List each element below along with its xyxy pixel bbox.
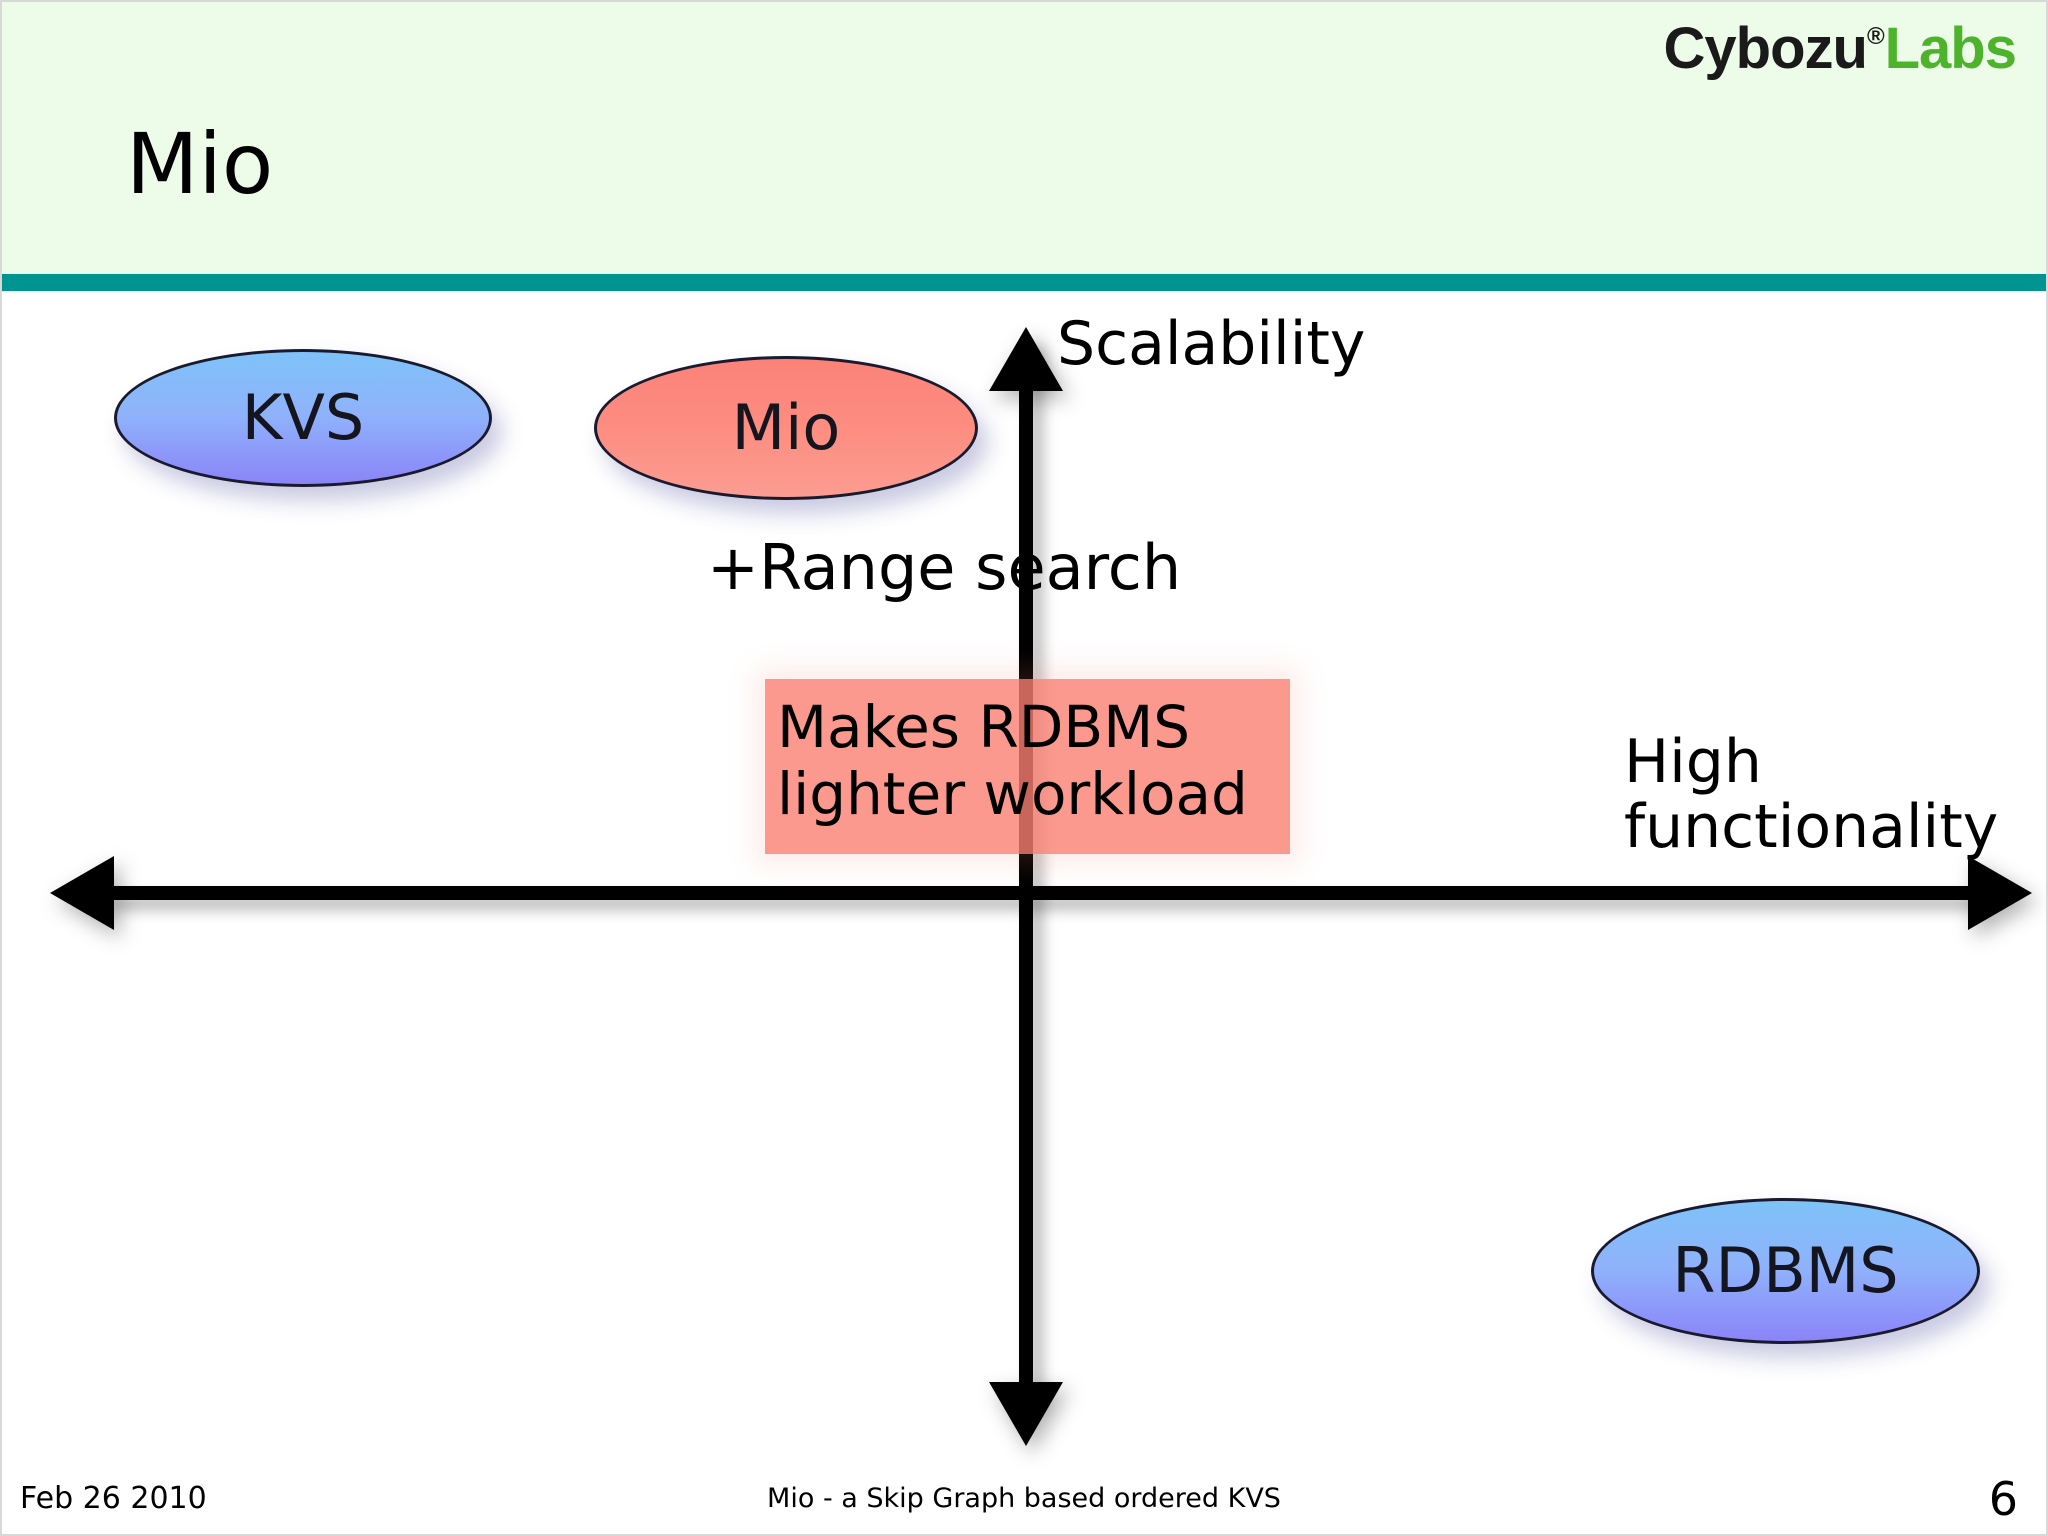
- callout-highlight-box: [765, 679, 1290, 854]
- header-band: [2, 2, 2046, 274]
- brand-name: Cybozu: [1663, 16, 1868, 81]
- brand-suffix: Labs: [1884, 16, 2017, 81]
- node-rdbms: RDBMS: [1591, 1198, 1980, 1344]
- vertical-axis-line: [1019, 342, 1033, 1402]
- arrow-up-icon: [989, 327, 1063, 391]
- callout-text: Makes RDBMS lighter workload: [777, 693, 1248, 828]
- arrow-right-icon: [1968, 856, 2032, 930]
- node-kvs-label: KVS: [241, 381, 365, 454]
- range-search-annotation: +Range search: [707, 531, 1182, 604]
- header-divider-rule: [2, 274, 2046, 291]
- page-title: Mio: [126, 115, 274, 213]
- horizontal-axis-line: [107, 886, 1977, 900]
- footer-date: Feb 26 2010: [20, 1481, 207, 1516]
- cybozu-labs-logo: Cybozu®Labs: [1664, 20, 2018, 78]
- footer-center-title: Mio - a Skip Graph based ordered KVS: [767, 1483, 1281, 1514]
- vertical-axis-label: Scalability: [1057, 309, 1366, 379]
- arrow-down-icon: [989, 1382, 1063, 1446]
- node-rdbms-label: RDBMS: [1672, 1234, 1899, 1307]
- node-kvs: KVS: [114, 349, 492, 487]
- registered-mark-icon: ®: [1866, 23, 1885, 50]
- node-mio: Mio: [594, 356, 978, 500]
- node-mio-label: Mio: [731, 391, 841, 464]
- footer-page-number: 6: [1988, 1472, 2018, 1526]
- arrow-left-icon: [50, 856, 114, 930]
- horizontal-axis-label: High functionality: [1624, 727, 1999, 862]
